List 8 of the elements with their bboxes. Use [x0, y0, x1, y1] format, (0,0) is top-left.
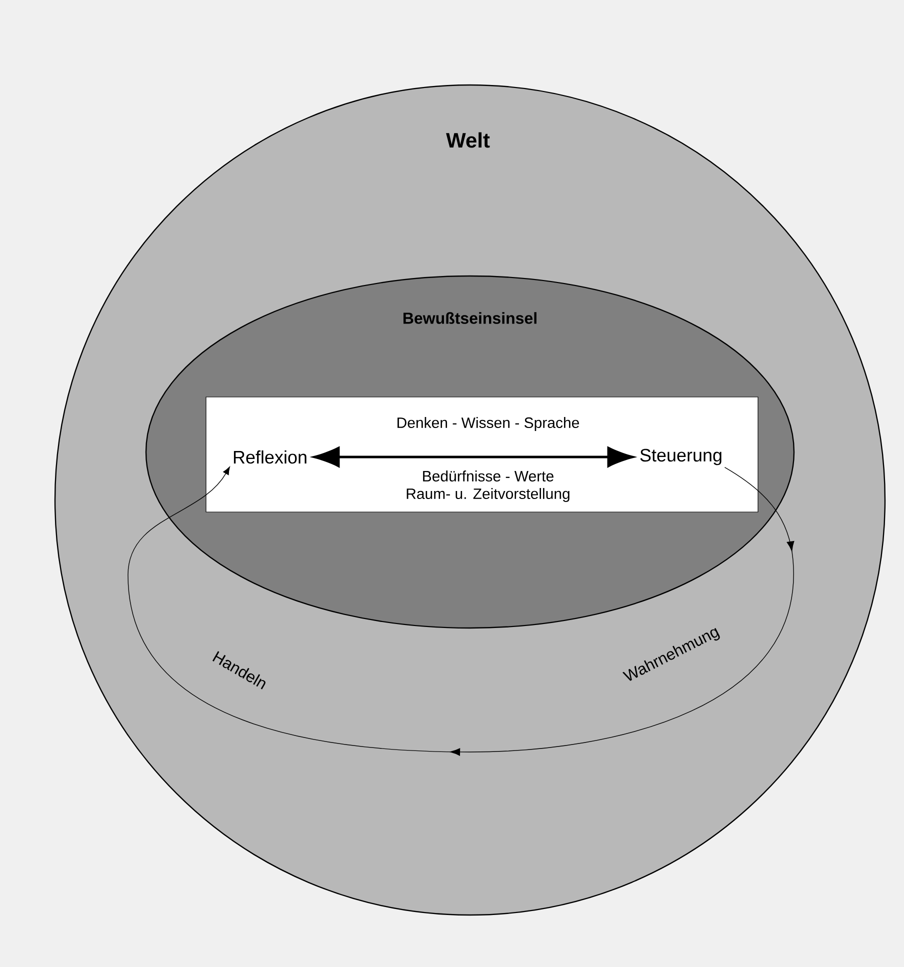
box-text: Bedürfnisse - Werte	[420, 470, 556, 483]
box-text: Denken - Wissen - Sprache	[395, 416, 581, 432]
circle-title: Welt	[446, 132, 490, 148]
box-text: Raum- u. Zeitvorstellung	[404, 487, 572, 503]
ellipse-title: Bewußtseinsinsel	[404, 312, 536, 324]
cycle-arrow	[128, 466, 794, 756]
term-text: Steuerung	[640, 448, 722, 466]
term-text: Reflexion	[234, 450, 306, 464]
